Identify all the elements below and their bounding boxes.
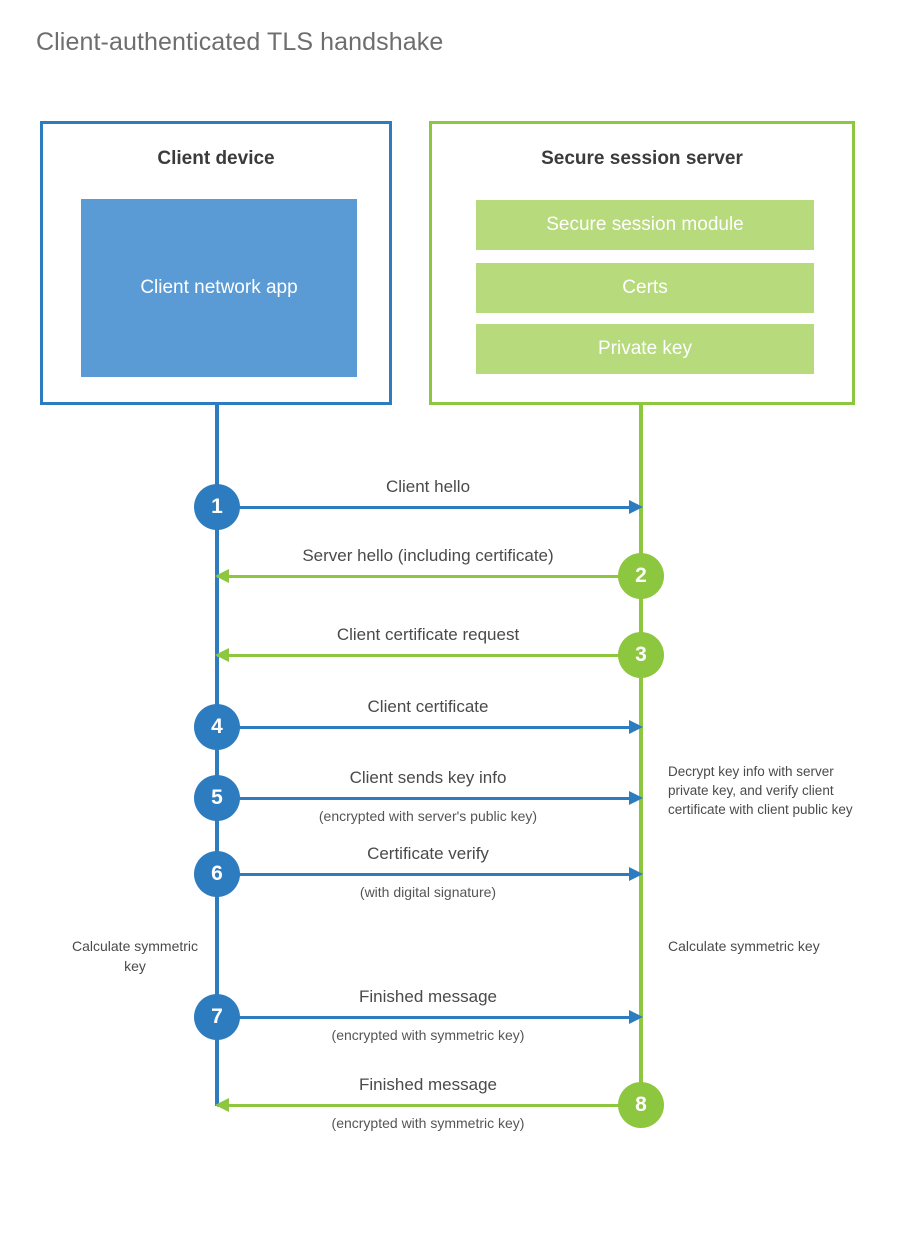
annotation-decrypt-key-info: Decrypt key info with server private key… [668,764,853,818]
message-arrow-line-1 [217,506,639,509]
server-component-private-key: Private key [476,324,814,374]
arrow-head-right-icon [629,1010,643,1024]
arrow-head-left-icon [215,1098,229,1112]
message-label-2: Server hello (including certificate) [302,546,554,565]
arrow-head-right-icon [629,791,643,805]
client-network-app-box: Client network app [81,199,357,377]
client-device-title: Client device [157,148,275,169]
step-badge-8: 8 [618,1082,664,1128]
message-arrow-line-6 [217,873,639,876]
arrow-head-left-icon [215,648,229,662]
step-badge-7: 7 [194,994,240,1040]
secure-session-server-title: Secure session server [541,148,743,169]
server-lifeline [639,404,643,1106]
message-arrow-line-7 [217,1016,639,1019]
message-arrow-line-8 [217,1104,639,1107]
message-label-7: Finished message [359,987,497,1006]
server-component-certs: Certs [476,263,814,313]
message-sublabel-8: (encrypted with symmetric key) [331,1115,525,1131]
step-badge-2: 2 [618,553,664,599]
arrow-head-right-icon [629,500,643,514]
message-label-4: Client certificate [367,697,489,716]
message-label-1: Client hello [385,477,471,496]
message-arrow-line-3 [217,654,639,657]
secure-session-server-box: Secure session server Secure session mod… [429,121,855,405]
arrow-head-right-icon [629,867,643,881]
page-title: Client-authenticated TLS handshake [36,28,444,56]
message-label-3: Client certificate request [336,625,520,644]
message-label-6: Certificate verify [367,844,489,863]
message-arrow-line-4 [217,726,639,729]
annotation-server-calculate-symmetric-key: Calculate symmetric key [668,938,820,954]
client-lifeline [215,404,219,1106]
message-arrow-line-2 [217,575,639,578]
client-device-box: Client device Client network app [40,121,392,405]
step-badge-6: 6 [194,851,240,897]
message-label-8: Finished message [359,1075,497,1094]
arrow-head-right-icon [629,720,643,734]
message-sublabel-6: (with digital signature) [359,884,497,900]
message-label-5: Client sends key info [349,768,507,787]
step-badge-5: 5 [194,775,240,821]
annotation-client-calculate-symmetric-key: Calculate symmetric key [71,938,199,974]
message-arrow-line-5 [217,797,639,800]
step-badge-1: 1 [194,484,240,530]
server-component-secure-session-module: Secure session module [476,200,814,250]
message-sublabel-7: (encrypted with symmetric key) [331,1027,525,1043]
arrow-head-left-icon [215,569,229,583]
message-sublabel-5: (encrypted with server's public key) [318,808,538,824]
step-badge-4: 4 [194,704,240,750]
step-badge-3: 3 [618,632,664,678]
